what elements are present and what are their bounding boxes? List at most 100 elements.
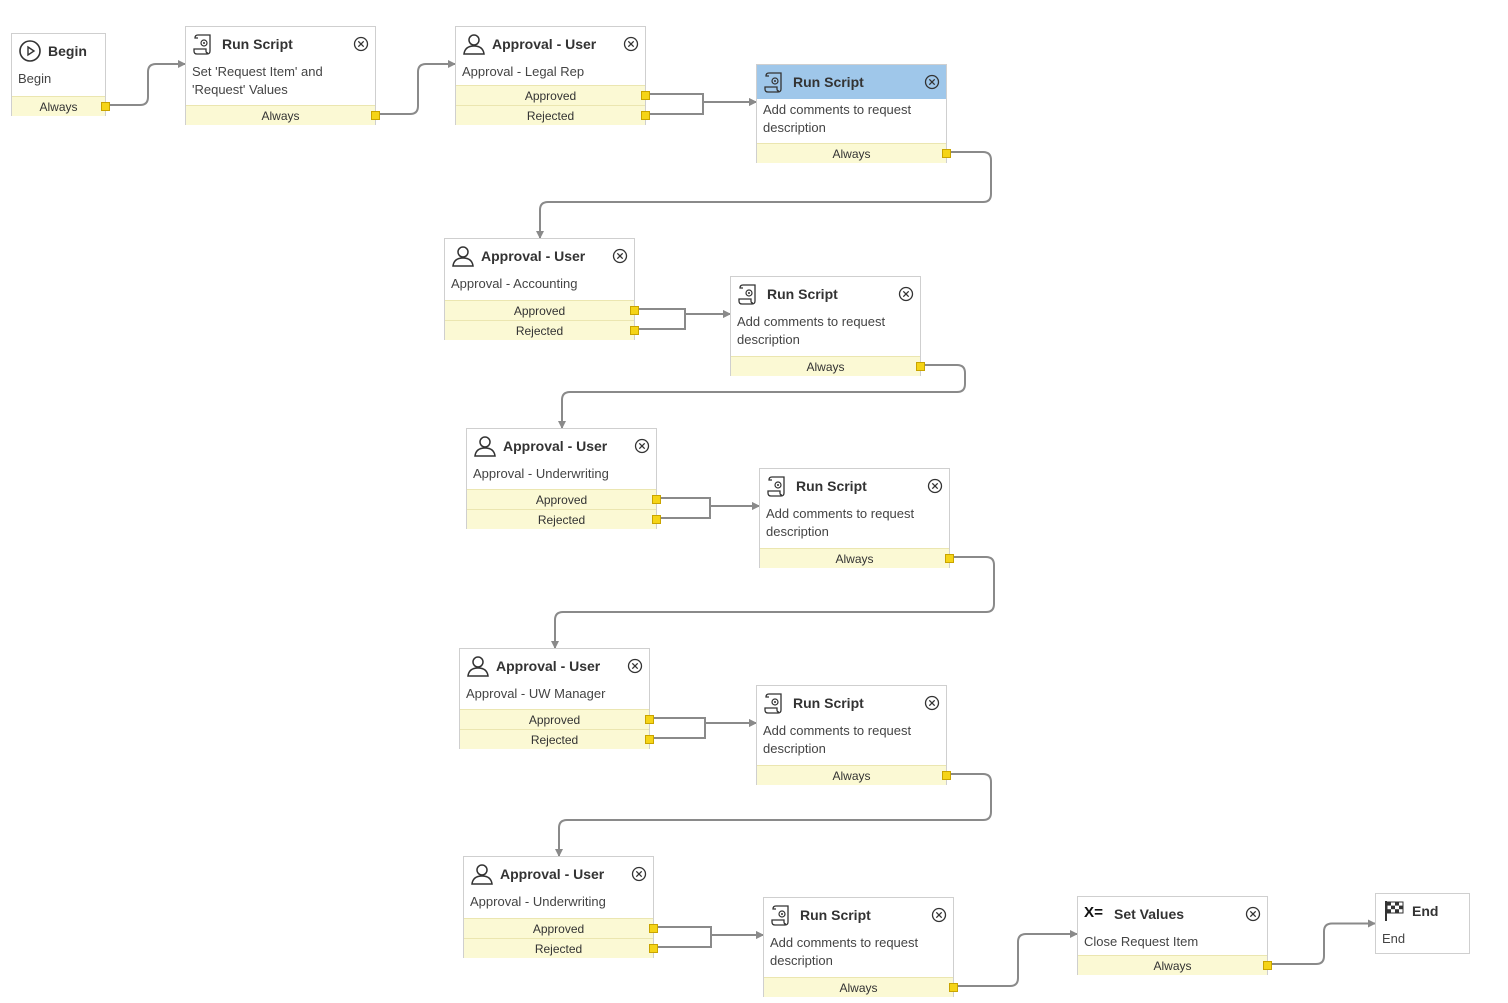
condition-approved[interactable]: Approved — [456, 85, 650, 105]
connector-begin-rs1[interactable] — [110, 60, 186, 106]
close-icon[interactable] — [1245, 906, 1261, 922]
output-port[interactable] — [916, 362, 925, 371]
connector-ap3-rs4[interactable] — [661, 497, 760, 510]
close-icon[interactable] — [627, 658, 643, 674]
output-port[interactable] — [645, 715, 654, 724]
condition-rejected[interactable]: Rejected — [456, 105, 650, 125]
output-port[interactable] — [942, 771, 951, 780]
connector-rs5-ap5[interactable] — [555, 773, 992, 857]
close-icon[interactable] — [634, 438, 650, 454]
condition-approved[interactable]: Approved — [464, 918, 658, 938]
close-icon[interactable] — [924, 74, 940, 90]
activity-header[interactable]: Approval - User — [456, 27, 645, 61]
activity-header[interactable]: Run Script — [757, 686, 946, 720]
output-port[interactable] — [641, 91, 650, 100]
connector-ap1-rs2[interactable] — [650, 93, 757, 106]
connector-ap5-rs6[interactable] — [658, 926, 764, 939]
activity-header[interactable]: Run Script — [757, 65, 946, 99]
condition-label: Approved — [528, 713, 581, 727]
output-port[interactable] — [949, 983, 958, 992]
output-port[interactable] — [649, 924, 658, 933]
condition-approved[interactable]: Approved — [460, 709, 654, 729]
output-port[interactable] — [101, 102, 110, 111]
condition-always[interactable]: Always — [757, 143, 951, 163]
connector-rs4-ap4[interactable] — [551, 556, 995, 649]
close-icon[interactable] — [623, 36, 639, 52]
output-port[interactable] — [652, 515, 661, 524]
connector-sv-end[interactable] — [1272, 919, 1376, 965]
condition-rejected[interactable]: Rejected — [464, 938, 658, 958]
output-port[interactable] — [652, 495, 661, 504]
close-icon[interactable] — [612, 248, 628, 264]
user-icon — [451, 244, 475, 268]
close-icon[interactable] — [927, 478, 943, 494]
activity-header[interactable]: X=Set Values — [1078, 897, 1267, 931]
activity-description: Begin — [18, 71, 52, 86]
output-port[interactable] — [942, 149, 951, 158]
condition-always[interactable]: Always — [186, 105, 380, 125]
connector-rs6-sv[interactable] — [958, 930, 1078, 987]
connector-rs1-ap1[interactable] — [380, 60, 456, 115]
activity-header[interactable]: Run Script — [760, 469, 949, 503]
condition-label: Always — [839, 981, 878, 995]
output-port[interactable] — [630, 326, 639, 335]
output-port[interactable] — [945, 554, 954, 563]
condition-label: Rejected — [515, 324, 564, 338]
activity-header[interactable]: Run Script — [186, 27, 375, 61]
connector-rs3-ap3[interactable] — [558, 364, 966, 429]
connector-ap4-rs5[interactable] — [654, 719, 757, 739]
connector-ap2-rs3[interactable] — [639, 310, 731, 330]
condition-approved[interactable]: Approved — [467, 489, 661, 509]
activity-header[interactable]: Approval - User — [445, 239, 634, 273]
condition-always[interactable]: Always — [1078, 955, 1272, 975]
activity-header[interactable]: Run Script — [764, 898, 953, 932]
connector-ap1-rs2[interactable] — [650, 98, 757, 115]
condition-approved[interactable]: Approved — [445, 300, 639, 320]
condition-always[interactable]: Always — [757, 765, 951, 785]
close-icon[interactable] — [931, 907, 947, 923]
condition-always[interactable]: Always — [12, 96, 110, 116]
activity-header[interactable]: End — [1376, 894, 1469, 928]
activity-header[interactable]: Approval - User — [464, 857, 653, 891]
activity-header[interactable]: Run Script — [731, 277, 920, 311]
close-icon[interactable] — [924, 695, 940, 711]
condition-always[interactable]: Always — [764, 977, 958, 997]
output-port[interactable] — [645, 735, 654, 744]
close-icon[interactable] — [353, 36, 369, 52]
connector-ap3-rs4[interactable] — [661, 502, 760, 519]
activity-title: Approval - User — [481, 248, 586, 264]
condition-rejected[interactable]: Rejected — [445, 320, 639, 340]
output-port[interactable] — [371, 111, 380, 120]
output-port[interactable] — [649, 944, 658, 953]
connector-ap5-rs6[interactable] — [658, 931, 764, 948]
condition-rejected[interactable]: Rejected — [460, 729, 654, 749]
activity-header[interactable]: Approval - User — [460, 649, 649, 683]
user-icon — [470, 862, 494, 886]
activity-header[interactable]: Begin — [12, 34, 105, 68]
close-icon[interactable] — [898, 286, 914, 302]
connector-rs2-ap2[interactable] — [536, 151, 992, 239]
script-scroll-icon — [763, 70, 787, 94]
output-port[interactable] — [1263, 961, 1272, 970]
output-port[interactable] — [641, 111, 650, 120]
condition-rejected[interactable]: Rejected — [467, 509, 661, 529]
condition-always[interactable]: Always — [760, 548, 954, 568]
output-port[interactable] — [630, 306, 639, 315]
close-icon[interactable] — [631, 866, 647, 882]
activity-header[interactable]: Approval - User — [467, 429, 656, 463]
condition-always[interactable]: Always — [731, 356, 925, 376]
